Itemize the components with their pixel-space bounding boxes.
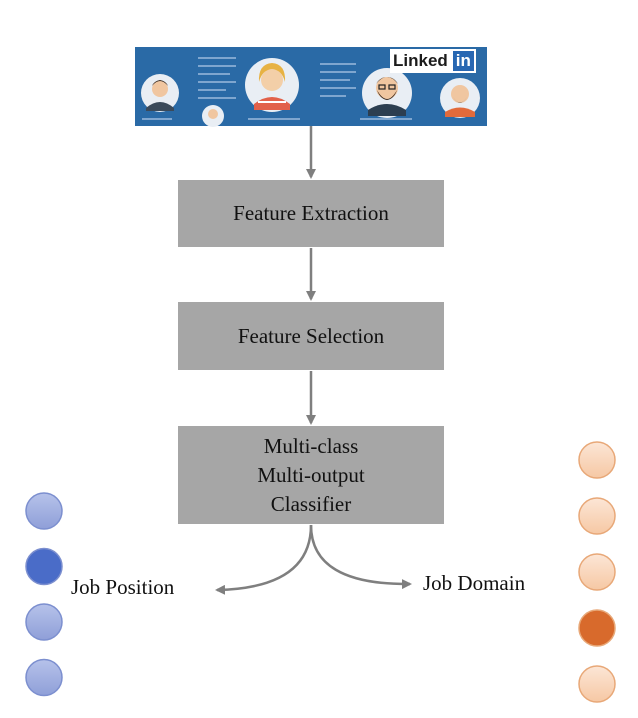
job-position-node-active (25, 547, 63, 586)
job-domain-node (578, 497, 616, 535)
job-domain-node (578, 553, 616, 591)
avatar-man-bald-icon (440, 78, 480, 118)
job-position-label: Job Position (71, 575, 175, 599)
feature-extraction-box: Feature Extraction (178, 180, 444, 247)
arrow-to-job-position (215, 524, 313, 595)
job-domain-node (578, 441, 616, 479)
job-domain-label: Job Domain (423, 571, 526, 595)
linkedin-logo-in: in (450, 49, 476, 73)
avatar-woman-blonde-icon (245, 58, 299, 112)
avatar-man-beard-icon (362, 68, 412, 118)
job-position-nodes (25, 492, 63, 697)
feature-extraction-label: Feature Extraction (233, 201, 389, 225)
job-position-node (25, 492, 63, 530)
feature-selection-box: Feature Selection (178, 302, 444, 370)
avatar-woman-small-icon (202, 105, 224, 127)
job-domain-nodes (578, 441, 616, 703)
classifier-label-line-3: Classifier (270, 491, 352, 516)
banner-text-lines-icon (142, 57, 412, 120)
classifier-box: Multi-class Multi-output Classifier (178, 426, 444, 524)
linkedin-logo: Linked in (390, 49, 476, 73)
linkedin-logo-text: Linked (390, 49, 451, 73)
feature-selection-label: Feature Selection (237, 323, 385, 348)
classifier-label-line-1: Multi-class (263, 433, 359, 458)
classifier-label-line-2: Multi-output (257, 462, 365, 487)
job-domain-node (578, 665, 616, 703)
avatar-man-suit-icon (141, 74, 179, 112)
job-position-node (25, 658, 63, 697)
arrow-to-job-domain (309, 524, 412, 590)
job-domain-node-active (578, 609, 616, 647)
job-position-node (25, 603, 63, 641)
